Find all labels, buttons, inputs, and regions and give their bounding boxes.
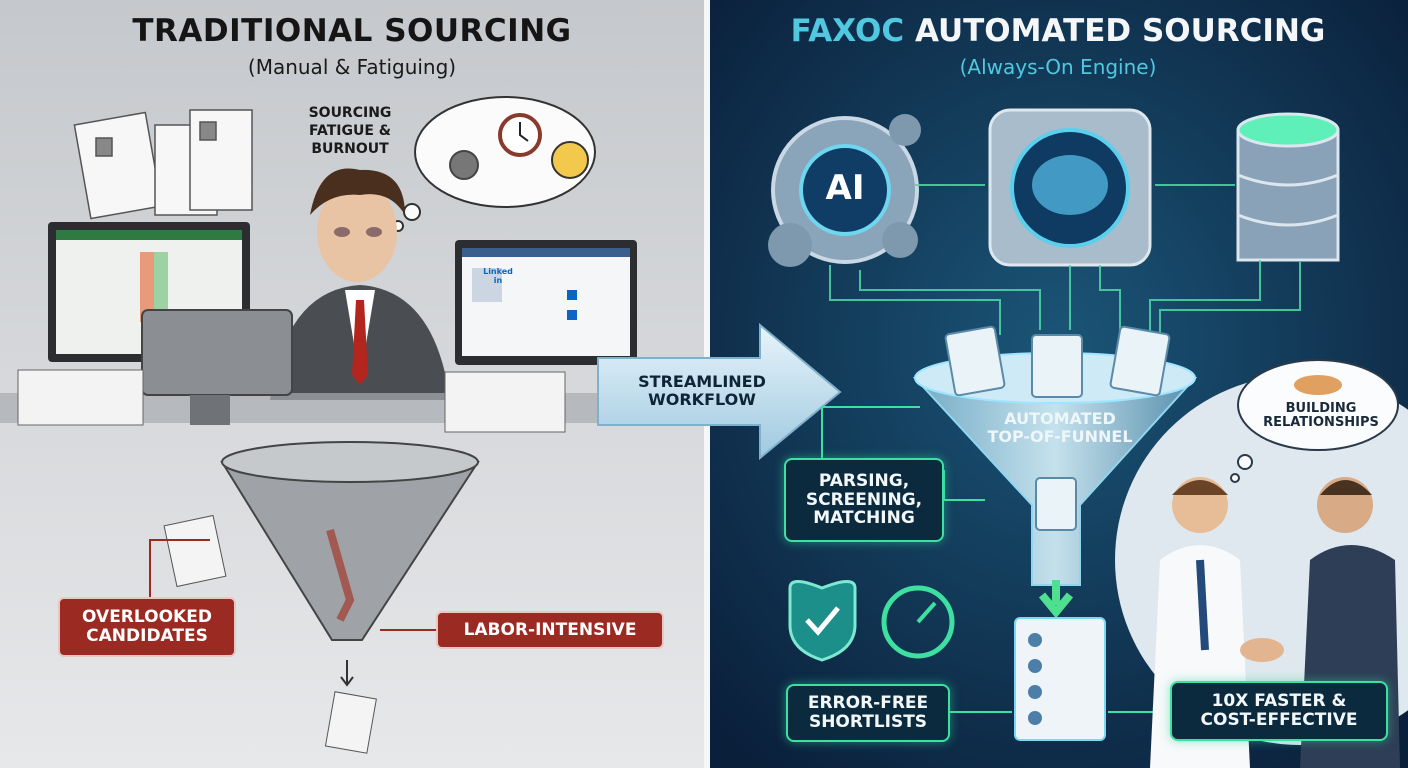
handshake-icon [1294,375,1342,395]
speed-gauge-icon [881,585,955,659]
error-free-shortlists-box: ERROR-FREE SHORTLISTS [786,684,950,742]
labor-intensive-callout: LABOR-INTENSIVE [436,611,664,649]
linkedin-monitor [455,240,637,365]
automated-funnel-label: AUTOMATED TOP-OF-FUNNEL [960,410,1160,445]
falling-resume [163,514,227,588]
fatigue-line: SOURCING [308,105,392,121]
candidate-card-icon [944,325,1171,531]
arrow-line: STREAMLINED [638,372,766,391]
ai-label: AI [825,168,865,208]
callout-line: OVERLOOKED [82,607,212,628]
funnel-line: AUTOMATED [1004,409,1116,428]
streamlined-workflow-label: STREAMLINED WORKFLOW [612,373,792,408]
linkedin-logo: Linked in [483,267,513,285]
streamlined-arrow [597,322,842,461]
right-subtitle: (Always-On Engine) [959,55,1157,79]
falling-resume [324,691,377,754]
left-subtitle: (Manual & Fatiguing) [247,55,457,79]
error-free-line: SHORTLISTS [808,712,928,732]
right-title: FAXOC AUTOMATED SOURCING [708,14,1408,48]
relationship-line: RELATIONSHIPS [1263,415,1379,431]
sad-face-icon [551,141,589,179]
faster-line: COST-EFFECTIVE [1200,710,1358,730]
ai-gear-icon [768,114,921,267]
process-line: MATCHING [813,508,915,529]
error-free-line: ERROR-FREE [807,693,929,714]
process-line: SCREENING, [805,489,923,510]
ai-brain-icon [988,108,1152,267]
overlooked-candidates-callout: OVERLOOKED CANDIDATES [58,597,236,657]
green-down-arrow-icon [1038,580,1074,619]
fatigue-line: FATIGUE & [309,123,391,140]
paper-pile [17,369,566,433]
database-icon [1236,112,1340,262]
process-line: PARSING, [818,470,910,491]
fatigue-label: SOURCING FATIGUE & BURNOUT [290,104,410,159]
faster-line: 10X FASTER & [1211,691,1347,712]
tired-recruiter-illustration [270,168,450,400]
funnel-line: TOP-OF-FUNNEL [987,426,1133,446]
fatigue-line: BURNOUT [311,141,389,158]
gear-icon [449,150,479,180]
parsing-screening-matching-box: PARSING, SCREENING, MATCHING [784,458,944,542]
brand-name: FAXOC [790,13,905,49]
front-monitor [141,309,293,425]
callout-line: CANDIDATES [86,626,208,646]
resume-stack-icon [73,109,253,220]
arrow-line: WORKFLOW [648,389,756,409]
relationship-line: BUILDING [1285,401,1357,416]
left-title: TRADITIONAL SOURCING [132,13,572,49]
building-relationships-label: BUILDING RELATIONSHIPS [1246,401,1396,431]
relationship-cloud [1230,359,1399,483]
shortlist-card [1014,617,1106,741]
shield-check-icon [788,580,857,662]
circuit-lines [829,184,1301,345]
faster-cost-effective-box: 10X FASTER & COST-EFFECTIVE [1170,681,1388,741]
right-title-rest: AUTOMATED SOURCING [904,13,1326,49]
down-arrow-icon [340,660,354,687]
